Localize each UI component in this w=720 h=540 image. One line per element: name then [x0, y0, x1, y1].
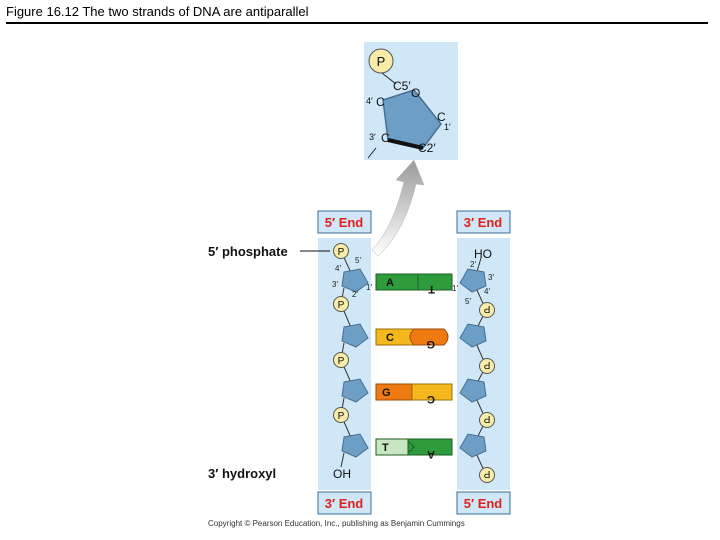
base-pair: G C	[375, 383, 453, 405]
left-top-end-label: 5′ End	[325, 215, 364, 230]
base-right-letter: T	[428, 283, 435, 295]
base-right-block	[404, 438, 453, 456]
base-left-block	[375, 273, 419, 291]
right-sugar	[459, 433, 487, 458]
right-phosphate-circle	[479, 412, 495, 428]
base-right-letter: C	[427, 393, 435, 405]
right-top-end: 3′ End	[456, 210, 511, 234]
right-sugar	[459, 378, 487, 403]
left-prime-3: 3′	[332, 280, 338, 289]
zoom-arrow	[371, 159, 425, 257]
left-phosphate-label: P	[338, 300, 345, 311]
base-left-block	[375, 328, 415, 346]
c4-prime-label: 4′	[366, 96, 373, 106]
right-sugar	[459, 323, 487, 348]
right-phosphate-label: P	[483, 413, 490, 424]
right-phosphates: P P P P	[479, 302, 495, 483]
left-phosphate-label: P	[338, 247, 345, 258]
three-prime-hydroxyl-label: 3′ hydroxyl	[208, 466, 276, 481]
deoxyribose-ring	[382, 89, 442, 149]
base-right-block	[417, 273, 453, 291]
left-top-end: 5′ End	[317, 210, 372, 234]
right-hydroxyl-label: HO	[474, 247, 492, 261]
base-pairs: A T C G G C T A	[375, 273, 453, 460]
c3-bond	[367, 147, 377, 159]
right-top-end-label: 3′ End	[464, 215, 503, 230]
phosphate-label: P	[377, 54, 386, 69]
right-phosphate-label: P	[483, 303, 490, 314]
left-prime-1: 1′	[366, 283, 372, 292]
base-pair: A T	[375, 273, 453, 295]
right-prime-3: 3′	[488, 273, 494, 282]
left-sugar	[341, 378, 369, 403]
left-hydroxyl-label: OH	[333, 467, 351, 481]
left-phosphate-label: P	[338, 356, 345, 367]
sugar-detail: P C5′ O 4′ C C 1′ 3′ C C2′	[364, 42, 458, 160]
left-sugars	[341, 268, 369, 458]
right-phosphate-circle	[479, 302, 495, 318]
right-phosphate-label: P	[483, 359, 490, 370]
left-phosphate-circle	[333, 352, 349, 368]
left-sugar	[341, 433, 369, 458]
right-phosphate-label: P	[483, 468, 490, 479]
right-bottom-end: 5′ End	[456, 491, 511, 515]
base-right-block	[411, 383, 453, 401]
phosphate-circle	[368, 48, 394, 74]
carbon-numbering: 5′ 4′ 3′ 2′ 1′ 2′ 3′ 4′ 5′ 1′	[332, 256, 494, 306]
c1-label: C	[437, 110, 446, 124]
base-left-letter: A	[386, 277, 394, 289]
c4-label: C	[376, 95, 385, 109]
right-sugars	[459, 268, 487, 458]
c2-label: C2′	[418, 141, 436, 155]
base-left-letter: T	[382, 442, 389, 454]
base-right-letter: A	[427, 448, 435, 460]
base-right-block	[409, 328, 449, 346]
left-prime-4: 4′	[335, 264, 341, 273]
left-phosphate-circle	[333, 296, 349, 312]
base-right-letter: G	[426, 338, 435, 350]
c5-label: C5′	[393, 79, 411, 93]
left-bottom-end-label: 3′ End	[325, 496, 364, 511]
left-phosphates: P P P P	[333, 243, 349, 423]
right-phosphate-circle	[479, 358, 495, 374]
left-phosphate-circle	[333, 243, 349, 259]
ring-bond-bold	[387, 138, 424, 150]
c3-prime-label: 3′	[369, 132, 376, 142]
c1-prime-label: 1′	[444, 122, 451, 132]
right-prime-1: 1′	[452, 284, 458, 293]
phosphate-bond	[381, 72, 397, 85]
figure-title: Figure 16.12 The two strands of DNA are …	[6, 4, 309, 19]
five-prime-phosphate-label: 5′ phosphate	[208, 244, 288, 259]
right-prime-4: 4′	[484, 287, 490, 296]
curved-arrow-icon	[371, 159, 425, 257]
ring-oxygen-label: O	[411, 86, 420, 100]
left-prime-5: 5′	[355, 256, 361, 265]
left-sugar	[341, 268, 369, 293]
base-pair: C G	[375, 328, 449, 350]
right-prime-5: 5′	[465, 297, 471, 306]
left-prime-2: 2′	[352, 290, 358, 299]
right-phosphate-circle	[479, 467, 495, 483]
left-sugar	[341, 323, 369, 348]
right-bottom-end-label: 5′ End	[464, 496, 503, 511]
left-bottom-end: 3′ End	[317, 491, 372, 515]
base-left-highlight	[375, 438, 409, 456]
copyright-text: Copyright © Pearson Education, Inc., pub…	[208, 519, 465, 528]
base-left-letter: G	[382, 387, 391, 399]
right-prime-2: 2′	[470, 260, 476, 269]
base-left-letter: C	[386, 332, 394, 344]
base-pair: T A	[375, 438, 453, 460]
c3-label: C	[381, 131, 390, 145]
title-divider	[6, 22, 708, 24]
left-phosphate-circle	[333, 407, 349, 423]
left-phosphate-label: P	[338, 411, 345, 422]
right-sugar	[459, 268, 487, 293]
